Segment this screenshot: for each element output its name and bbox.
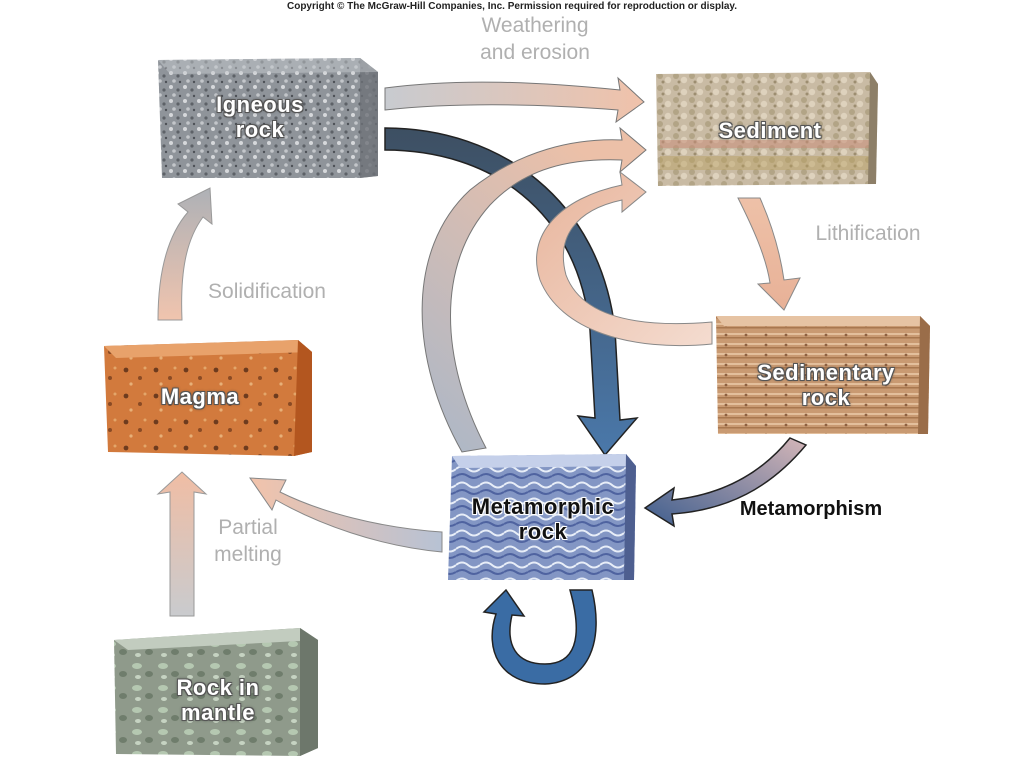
arrow-sediment-to-sedimentary (737, 197, 801, 311)
solidification-label: Solidification (208, 280, 326, 303)
weathering-line2: and erosion (480, 41, 590, 64)
metamorphic-label-line1: Metamorphic (471, 494, 615, 519)
metamorphism-label: Metamorphism (739, 498, 883, 520)
arrow-sedimentary-to-sediment (536, 170, 713, 347)
arrow-metamorphic-to-magma (249, 477, 443, 553)
lithification-label: Lithification (815, 222, 921, 245)
partial-melting-label: Partial melting (200, 514, 296, 568)
igneous-label-line2: rock (235, 117, 285, 142)
mantle-rock-label: Rock in mantle (138, 675, 298, 725)
mantle-label-line1: Rock in (176, 675, 260, 700)
arrow-metamorphic-to-sediment (421, 126, 647, 453)
sedimentary-label-line2: rock (801, 385, 851, 410)
arrow-mantle-to-magma (156, 471, 208, 617)
arrow-igneous-to-sediment (384, 76, 645, 124)
sedimentary-rock-block (716, 316, 930, 434)
igneous-rock-block (158, 58, 378, 178)
magma-block (104, 340, 312, 456)
arrow-metamorphic-loop (482, 588, 597, 685)
partial-melting-line1: Partial (218, 516, 278, 539)
weathering-erosion-label: Weathering and erosion (450, 12, 620, 66)
metamorphic-rock-label: Metamorphic rock (448, 494, 638, 544)
arrow-magma-to-igneous (157, 187, 213, 321)
metamorphic-label-line2: rock (518, 519, 568, 544)
igneous-label-line1: Igneous (216, 92, 304, 117)
sediment-block (656, 72, 878, 186)
arrow-sedimentary-to-metamorphic (643, 437, 808, 528)
metamorphic-rock-block (448, 454, 636, 580)
igneous-rock-label: Igneous rock (190, 92, 330, 142)
copyright-notice: Copyright © The McGraw-Hill Companies, I… (286, 1, 738, 12)
weathering-line1: Weathering (481, 14, 589, 37)
mantle-rock-block (114, 628, 318, 756)
sedimentary-rock-label: Sedimentary rock (728, 360, 924, 410)
mantle-label-line2: mantle (181, 700, 255, 725)
sedimentary-label-line1: Sedimentary (757, 360, 895, 385)
partial-melting-line2: melting (214, 543, 282, 566)
magma-label: Magma (160, 384, 240, 409)
sediment-label: Sediment (718, 118, 822, 143)
